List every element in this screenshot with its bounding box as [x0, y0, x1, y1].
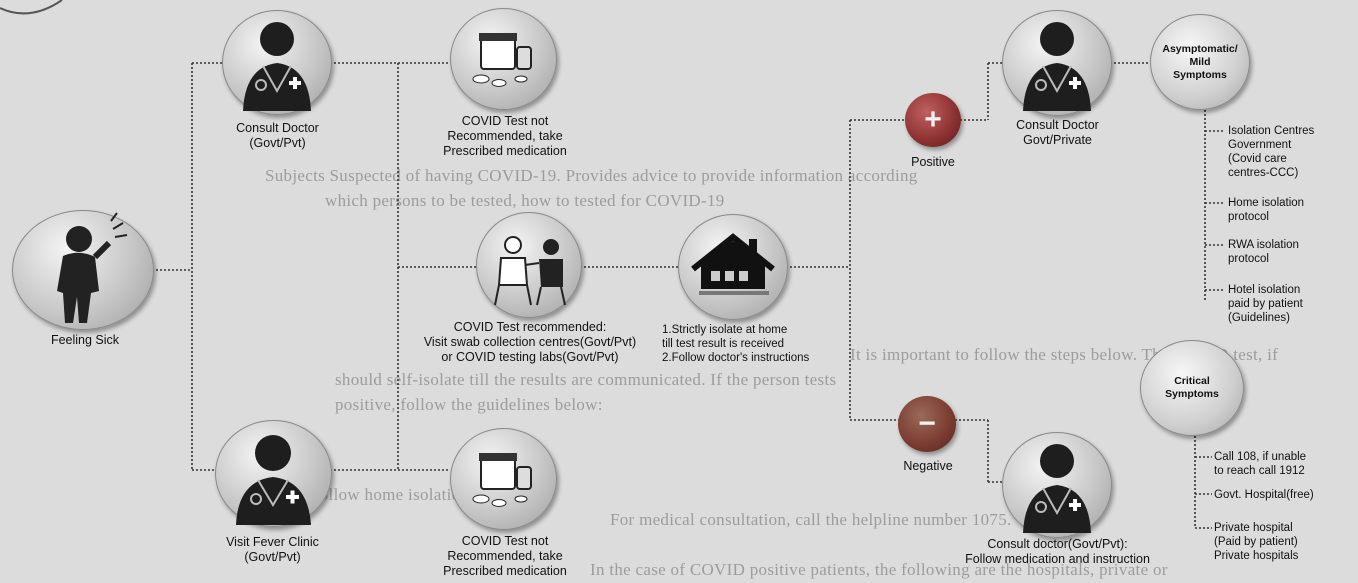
test-not-recommended-bottom-node: [450, 428, 557, 530]
background-text-line: should self-isolate till the results are…: [335, 370, 837, 389]
medication-icon: [472, 33, 532, 87]
sick-person-icon: [57, 212, 128, 323]
home-isolation-label: 1.Strictly isolate at home till test res…: [662, 324, 810, 364]
feeling-sick-node: [12, 210, 154, 330]
background-text-line: In the case of COVID positive patients, …: [590, 560, 1168, 579]
consult-doctor-private-label: Consult Doctor Govt/Private: [1016, 118, 1099, 147]
mild-option-home-isolation: Home isolation protocol: [1228, 197, 1305, 223]
test-recommended-label: COVID Test recommended: Visit swab colle…: [423, 320, 637, 364]
critical-node: Critical Symptoms: [1140, 340, 1244, 436]
mild-option-isolation-centres: Isolation Centres Government (Covid care…: [1228, 125, 1315, 179]
swab-test-icon: [494, 236, 566, 306]
fever-clinic-node: [215, 420, 332, 527]
consult-doctor-negative-label: Consult doctor(Govt/Pvt): Follow medicat…: [965, 537, 1150, 566]
plus-icon: +: [924, 103, 942, 136]
test-recommended-node: [476, 212, 582, 318]
test-not-recommended-bottom-label: COVID Test not Recommended, take Prescri…: [443, 534, 567, 578]
background-text-line: Follow home isolation: [310, 485, 470, 504]
consult-doctor-private-node: [1002, 10, 1112, 116]
doctor-icon: [1023, 22, 1091, 111]
fever-clinic-label: Visit Fever Clinic (Govt/Pvt): [226, 535, 319, 564]
mild-option-hotel-isolation: Hotel isolation paid by patient (Guideli…: [1228, 284, 1303, 324]
home-isolation-node: [678, 214, 788, 320]
house-icon: [691, 233, 775, 295]
critical-option-call-108: Call 108, if unable to reach call 1912: [1214, 451, 1307, 477]
critical-option-govt-hospital: Govt. Hospital(free): [1214, 489, 1314, 501]
consult-doctor-negative-node: [1002, 432, 1112, 538]
doctor-icon: [243, 22, 311, 111]
consult-doctor-node: [222, 10, 332, 115]
doctor-icon: [236, 435, 311, 525]
background-text-line: positive, follow the guidelines below:: [335, 395, 603, 414]
background-text-line: which persons to be tested, how to teste…: [325, 191, 725, 210]
feeling-sick-label: Feeling Sick: [50, 333, 120, 347]
test-not-recommended-top-node: [450, 8, 557, 110]
negative-label: Negative: [903, 459, 953, 473]
critical-option-private-hospital: Private hospital (Paid by patient) Priva…: [1214, 522, 1299, 562]
medication-icon: [472, 453, 532, 507]
doctor-icon: [1023, 444, 1091, 533]
asymptomatic-node: Asymptomatic/ Mild Symptoms: [1150, 14, 1250, 110]
mild-option-rwa-isolation: RWA isolation protocol: [1228, 239, 1299, 265]
background-text-line: For medical consultation, call the helpl…: [610, 510, 1012, 529]
background-text-line: Subjects Suspected of having COVID-19. P…: [265, 166, 918, 185]
positive-sign-icon: +: [905, 93, 961, 147]
minus-icon: −: [918, 407, 936, 440]
negative-sign-icon: −: [898, 396, 956, 452]
consult-doctor-label: Consult Doctor (Govt/Pvt): [236, 121, 319, 150]
positive-label: Positive: [911, 155, 955, 169]
test-not-recommended-top-label: COVID Test not Recommended, take Prescri…: [443, 114, 567, 158]
